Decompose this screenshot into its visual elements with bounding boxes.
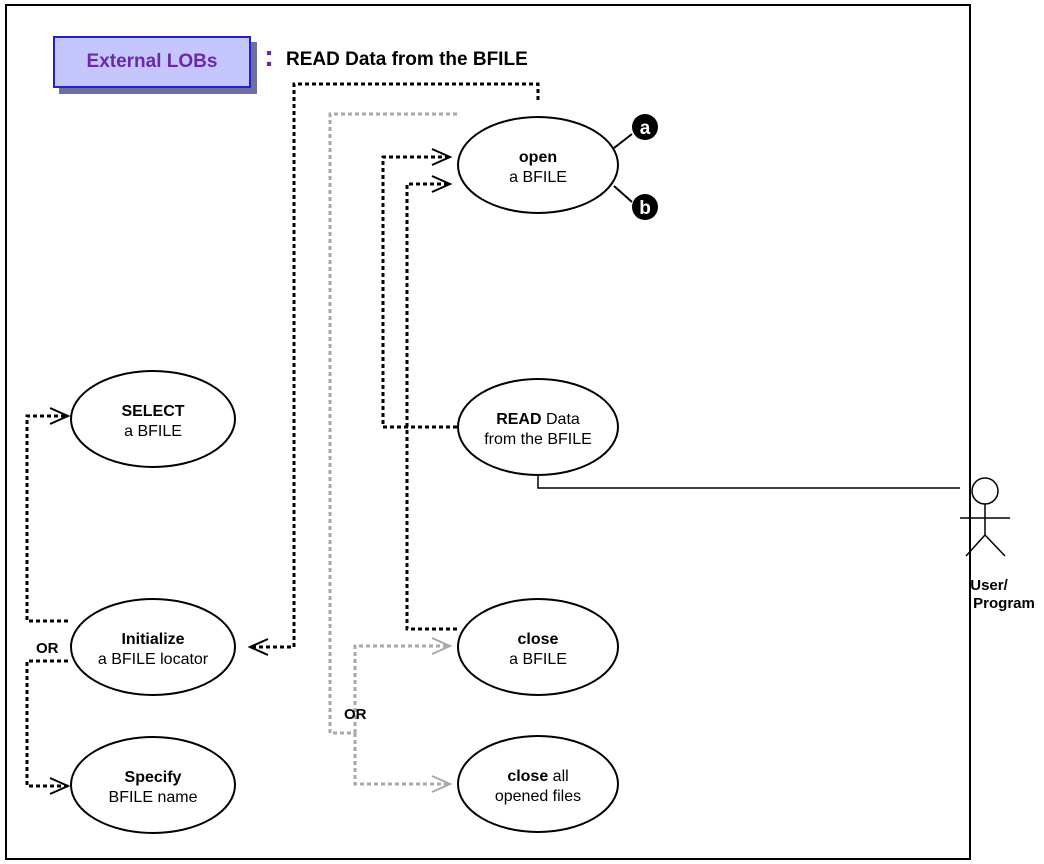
arrowhead-specify xyxy=(49,777,71,795)
node-open-subtitle: a BFILE xyxy=(509,169,567,186)
node-close-title: close xyxy=(518,631,559,648)
node-close-ellipse xyxy=(457,598,619,696)
actor-association-line xyxy=(537,474,960,489)
node-open-title: open xyxy=(519,149,557,166)
node-initialize-subtitle: a BFILE locator xyxy=(98,651,209,668)
category-label: External LOBs xyxy=(53,36,251,88)
arrowhead-open-2 xyxy=(431,175,453,193)
diagram-title: READ Data from the BFILE xyxy=(286,49,528,70)
callout-b-label: b xyxy=(639,198,651,219)
callout-lines xyxy=(613,133,633,203)
node-initialize-title: Initialize xyxy=(121,631,184,648)
node-read-line1: READ Data xyxy=(496,411,580,428)
arrowhead-open-1 xyxy=(431,148,453,166)
arrowhead-close-all xyxy=(431,775,453,793)
arrowhead-select xyxy=(49,407,71,425)
callout-a xyxy=(632,114,658,140)
diagram-frame xyxy=(5,4,971,860)
user-program-actor-icon xyxy=(960,477,1010,557)
gray-link-close-all xyxy=(353,733,450,786)
link-initialize-select xyxy=(25,414,68,623)
gray-connectors xyxy=(328,112,457,786)
gray-link-open-or xyxy=(328,112,457,735)
node-initialize-ellipse xyxy=(70,598,236,696)
actor-label-line2: Program xyxy=(973,595,1035,612)
link-open-initialize xyxy=(250,82,540,649)
actor-left-leg xyxy=(965,534,986,557)
arrowhead-initialize xyxy=(247,638,269,656)
gray-arrowheads xyxy=(431,637,453,793)
node-close-subtitle: a BFILE xyxy=(509,651,567,668)
actor-right-leg xyxy=(984,534,1006,557)
title-separator: : xyxy=(264,40,274,73)
black-connectors xyxy=(25,82,540,788)
arrowhead-close xyxy=(431,637,453,655)
node-open-ellipse xyxy=(457,116,619,214)
actor-label-line1: User/ xyxy=(970,577,1008,594)
node-read-bold: READ xyxy=(496,411,541,428)
callout-b-line xyxy=(613,185,633,203)
node-select-subtitle: a BFILE xyxy=(124,423,182,440)
node-read-rest: Data xyxy=(542,411,580,428)
callout-a-label: a xyxy=(640,118,651,139)
node-read-line2: from the BFILE xyxy=(484,431,592,448)
node-close-all-line2: opened files xyxy=(495,788,581,805)
category-badge: External LOBs xyxy=(53,36,259,96)
link-read-open-1 xyxy=(381,155,457,429)
node-close-all-bold: close xyxy=(507,768,548,785)
node-close-all-ellipse xyxy=(457,735,619,833)
node-specify-subtitle: BFILE name xyxy=(109,789,198,806)
node-close-all-line1: close all xyxy=(507,768,568,785)
node-specify-title: Specify xyxy=(125,769,182,786)
link-initialize-specify xyxy=(25,659,68,788)
node-select-ellipse xyxy=(70,370,236,468)
node-select-title: SELECT xyxy=(121,403,184,420)
node-specify-ellipse xyxy=(70,736,236,834)
node-read-ellipse xyxy=(457,378,619,476)
node-close-all-rest: all xyxy=(548,768,568,785)
actor-head xyxy=(971,477,999,505)
link-close-open-2 xyxy=(405,182,457,631)
black-arrowheads xyxy=(49,148,453,795)
callout-a-line xyxy=(613,133,633,149)
or-label-middle: OR xyxy=(344,706,367,723)
gray-link-close xyxy=(353,644,450,733)
callout-b xyxy=(632,194,658,220)
or-label-left: OR xyxy=(36,640,59,657)
use-case-nodes xyxy=(70,116,619,834)
